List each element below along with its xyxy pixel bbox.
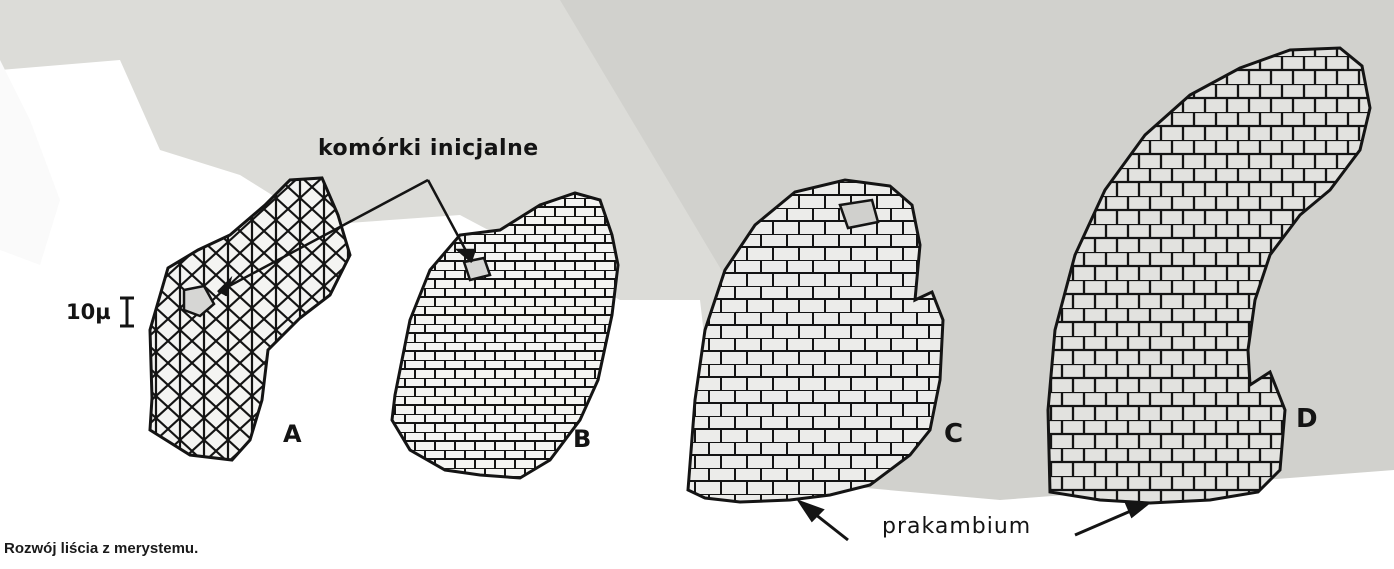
figure-caption: Rozwój liścia z merystemu. — [4, 540, 198, 557]
scale-label: 10µ — [66, 300, 111, 324]
stage-c-label: C — [944, 419, 963, 449]
stage-d-label: D — [1296, 404, 1318, 434]
stage-a-label: A — [283, 420, 302, 448]
drawing-c-initial-cells — [840, 200, 878, 228]
stage-b-label: B — [573, 425, 591, 453]
drawing-b-initial-cells — [464, 258, 490, 280]
initial-cells-label: komórki inicjalne — [318, 136, 539, 161]
procambium-label: prakambium — [882, 514, 1031, 539]
